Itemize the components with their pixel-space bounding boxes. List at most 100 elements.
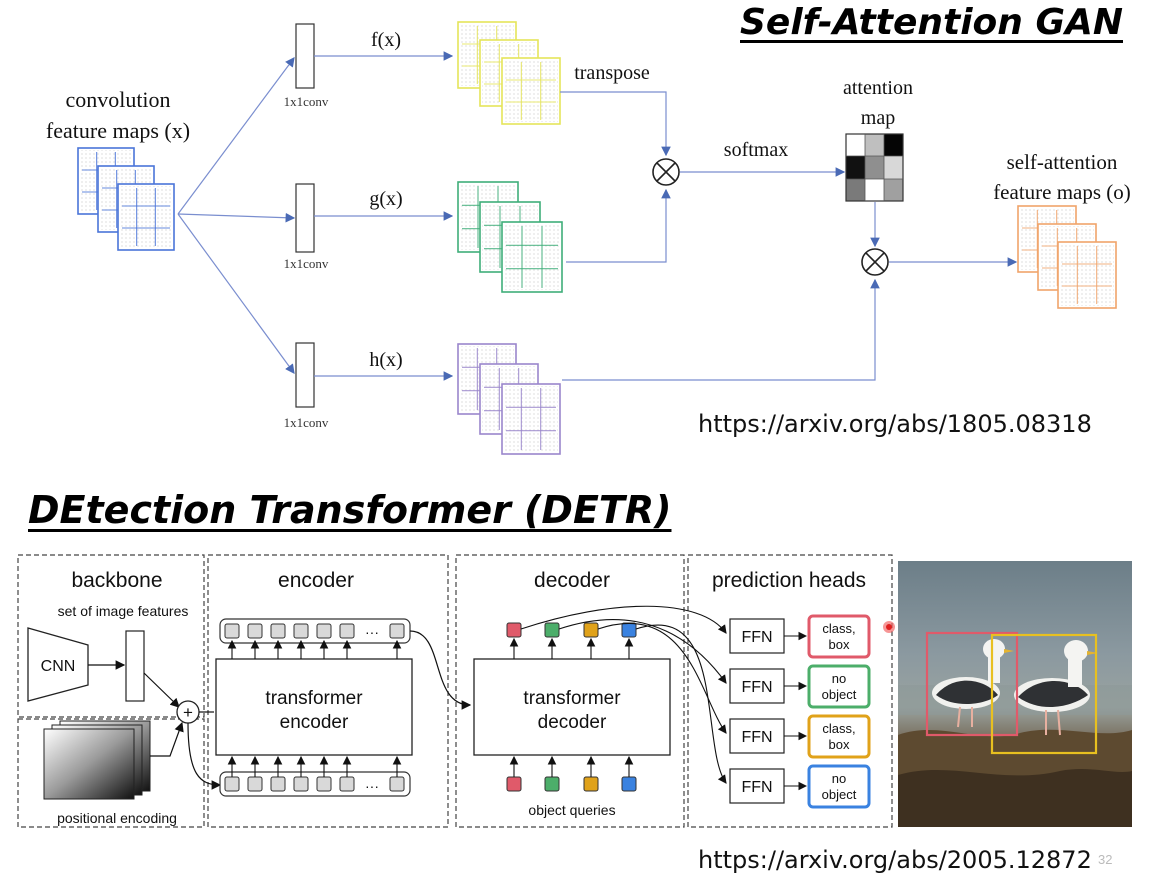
- conv-f-label: 1x1conv: [284, 94, 329, 109]
- decoder-output-token: [621, 622, 637, 638]
- cnn-block: [27, 627, 89, 702]
- image-features-label: set of image features: [58, 603, 189, 619]
- output-feature-maps: [1017, 205, 1117, 309]
- encoder-token: [224, 776, 240, 792]
- encoder-section: [207, 554, 449, 828]
- conv-h-box: [295, 342, 315, 408]
- conv-g-box: [295, 183, 315, 253]
- g-label: g(x): [369, 188, 402, 210]
- encoder-label: encoder: [278, 569, 354, 592]
- conv-h-label: 1x1conv: [284, 415, 329, 430]
- prediction-output-line2: box: [829, 737, 850, 752]
- arrow-h-to-multiply: [562, 278, 880, 381]
- attention-label-line1: attention: [843, 77, 913, 99]
- decoder-tokens: [506, 622, 637, 792]
- feature-map-sheet: [117, 183, 175, 251]
- transformer-decoder-block: [473, 658, 671, 756]
- arrow-plus-to-encoder-input: [187, 722, 222, 790]
- sagan-url[interactable]: https://arxiv.org/abs/1805.08318: [698, 410, 1092, 438]
- slide-number: 32: [1098, 852, 1113, 867]
- softmax-label: softmax: [724, 139, 788, 161]
- ffn-block: [729, 718, 785, 754]
- h-feature-maps: [457, 343, 561, 455]
- prediction-heads: FFNclass,boxFFNnoobjectFFNclass,boxFFNno…: [520, 605, 871, 809]
- decoder-output-token: [506, 622, 522, 638]
- ffn-label: FFN: [741, 779, 772, 796]
- decoder-to-ffn-arrow: [558, 619, 727, 684]
- input-feature-maps: [77, 147, 175, 251]
- arrow-encoder-to-decoder: [409, 630, 472, 710]
- bbox-red: [925, 631, 1019, 737]
- arrow-g-to-multiply: [566, 188, 671, 263]
- encoder-token: [316, 623, 332, 639]
- prediction-heads-label: prediction heads: [712, 569, 866, 592]
- encoder-top-ellipsis: ···: [365, 624, 379, 640]
- prediction-output-line2: object: [822, 787, 857, 802]
- positional-encoding-label: positional encoding: [57, 810, 177, 826]
- output-label-line2: feature maps (o): [993, 180, 1131, 204]
- prediction-output-box: [807, 764, 871, 809]
- positional-encoding-maps: [43, 720, 151, 800]
- ffn-block: [729, 768, 785, 804]
- encoder-token: [339, 623, 355, 639]
- prediction-output-line1: no: [832, 771, 846, 786]
- detr-url[interactable]: https://arxiv.org/abs/2005.12872: [698, 846, 1092, 874]
- input-label-line1: convolution: [65, 87, 170, 112]
- detr-diagram: backbone set of image features encoder d…: [17, 554, 1132, 828]
- h-label: h(x): [369, 349, 402, 371]
- f-label: f(x): [371, 29, 401, 51]
- decoder-block-line1: transformer: [523, 688, 621, 709]
- conv-g-label: 1x1conv: [284, 256, 329, 271]
- arrow-pos-to-plus: [150, 721, 184, 757]
- g-feature-maps: [457, 181, 563, 293]
- encoder-token: [316, 776, 332, 792]
- bbox-yellow: [990, 633, 1098, 755]
- output-label-line1: self-attention: [1007, 150, 1118, 174]
- prediction-output-box: [807, 614, 871, 659]
- prediction-output-line2: object: [822, 687, 857, 702]
- object-query-token: [506, 776, 522, 792]
- encoder-bottom-ellipsis: ···: [365, 778, 379, 794]
- decoder-to-ffn-arrow: [635, 624, 727, 784]
- encoder-block-line1: transformer: [265, 688, 363, 709]
- feature-map-sheet: [501, 57, 561, 125]
- decoder-output-token: [544, 622, 560, 638]
- object-query-token: [583, 776, 599, 792]
- prediction-output-line1: class,: [822, 721, 855, 736]
- laser-pointer-dot: [883, 621, 895, 633]
- encoder-token: [247, 776, 263, 792]
- encoder-token: [389, 623, 405, 639]
- encoder-token: [339, 776, 355, 792]
- arrow-f-to-multiply: [560, 91, 671, 157]
- matmul-operator-1: [652, 158, 680, 186]
- transformer-encoder-block: [215, 658, 413, 756]
- sagan-diagram: convolution feature maps (x) 1x1conv 1x1…: [46, 21, 1131, 455]
- arrow-x-to-conv-g: [177, 212, 296, 223]
- arrow-x-to-conv-h: [177, 213, 295, 374]
- arrow-features-to-plus: [143, 672, 180, 708]
- encoder-input-tokens: [219, 771, 411, 797]
- input-label-line2: feature maps (x): [46, 118, 190, 143]
- attention-label-line2: map: [861, 107, 895, 129]
- encoder-output-tokens: [219, 618, 411, 644]
- encoder-block-line2: encoder: [280, 712, 349, 733]
- prediction-heads-section: [687, 554, 893, 828]
- add-operator-symbol: +: [183, 703, 193, 722]
- feature-map-sheet: [1057, 241, 1117, 309]
- backbone-section: [17, 554, 205, 718]
- ffn-label: FFN: [741, 679, 772, 696]
- sagan-title: Self-Attention GAN: [740, 2, 1123, 43]
- encoder-token: [293, 776, 309, 792]
- prediction-output-line1: no: [832, 671, 846, 686]
- encoder-token: [224, 623, 240, 639]
- prediction-output-line2: box: [829, 637, 850, 652]
- feature-map-sheet: [501, 221, 563, 293]
- decoder-to-ffn-arrow: [597, 622, 727, 734]
- attention-map-grid: [845, 133, 904, 202]
- matmul-operator-2: [861, 248, 889, 276]
- detr-title: DEtection Transformer (DETR): [28, 488, 672, 532]
- object-query-token: [621, 776, 637, 792]
- positional-section: [17, 718, 205, 828]
- f-feature-maps: [457, 21, 561, 125]
- feature-map-sheet: [501, 383, 561, 455]
